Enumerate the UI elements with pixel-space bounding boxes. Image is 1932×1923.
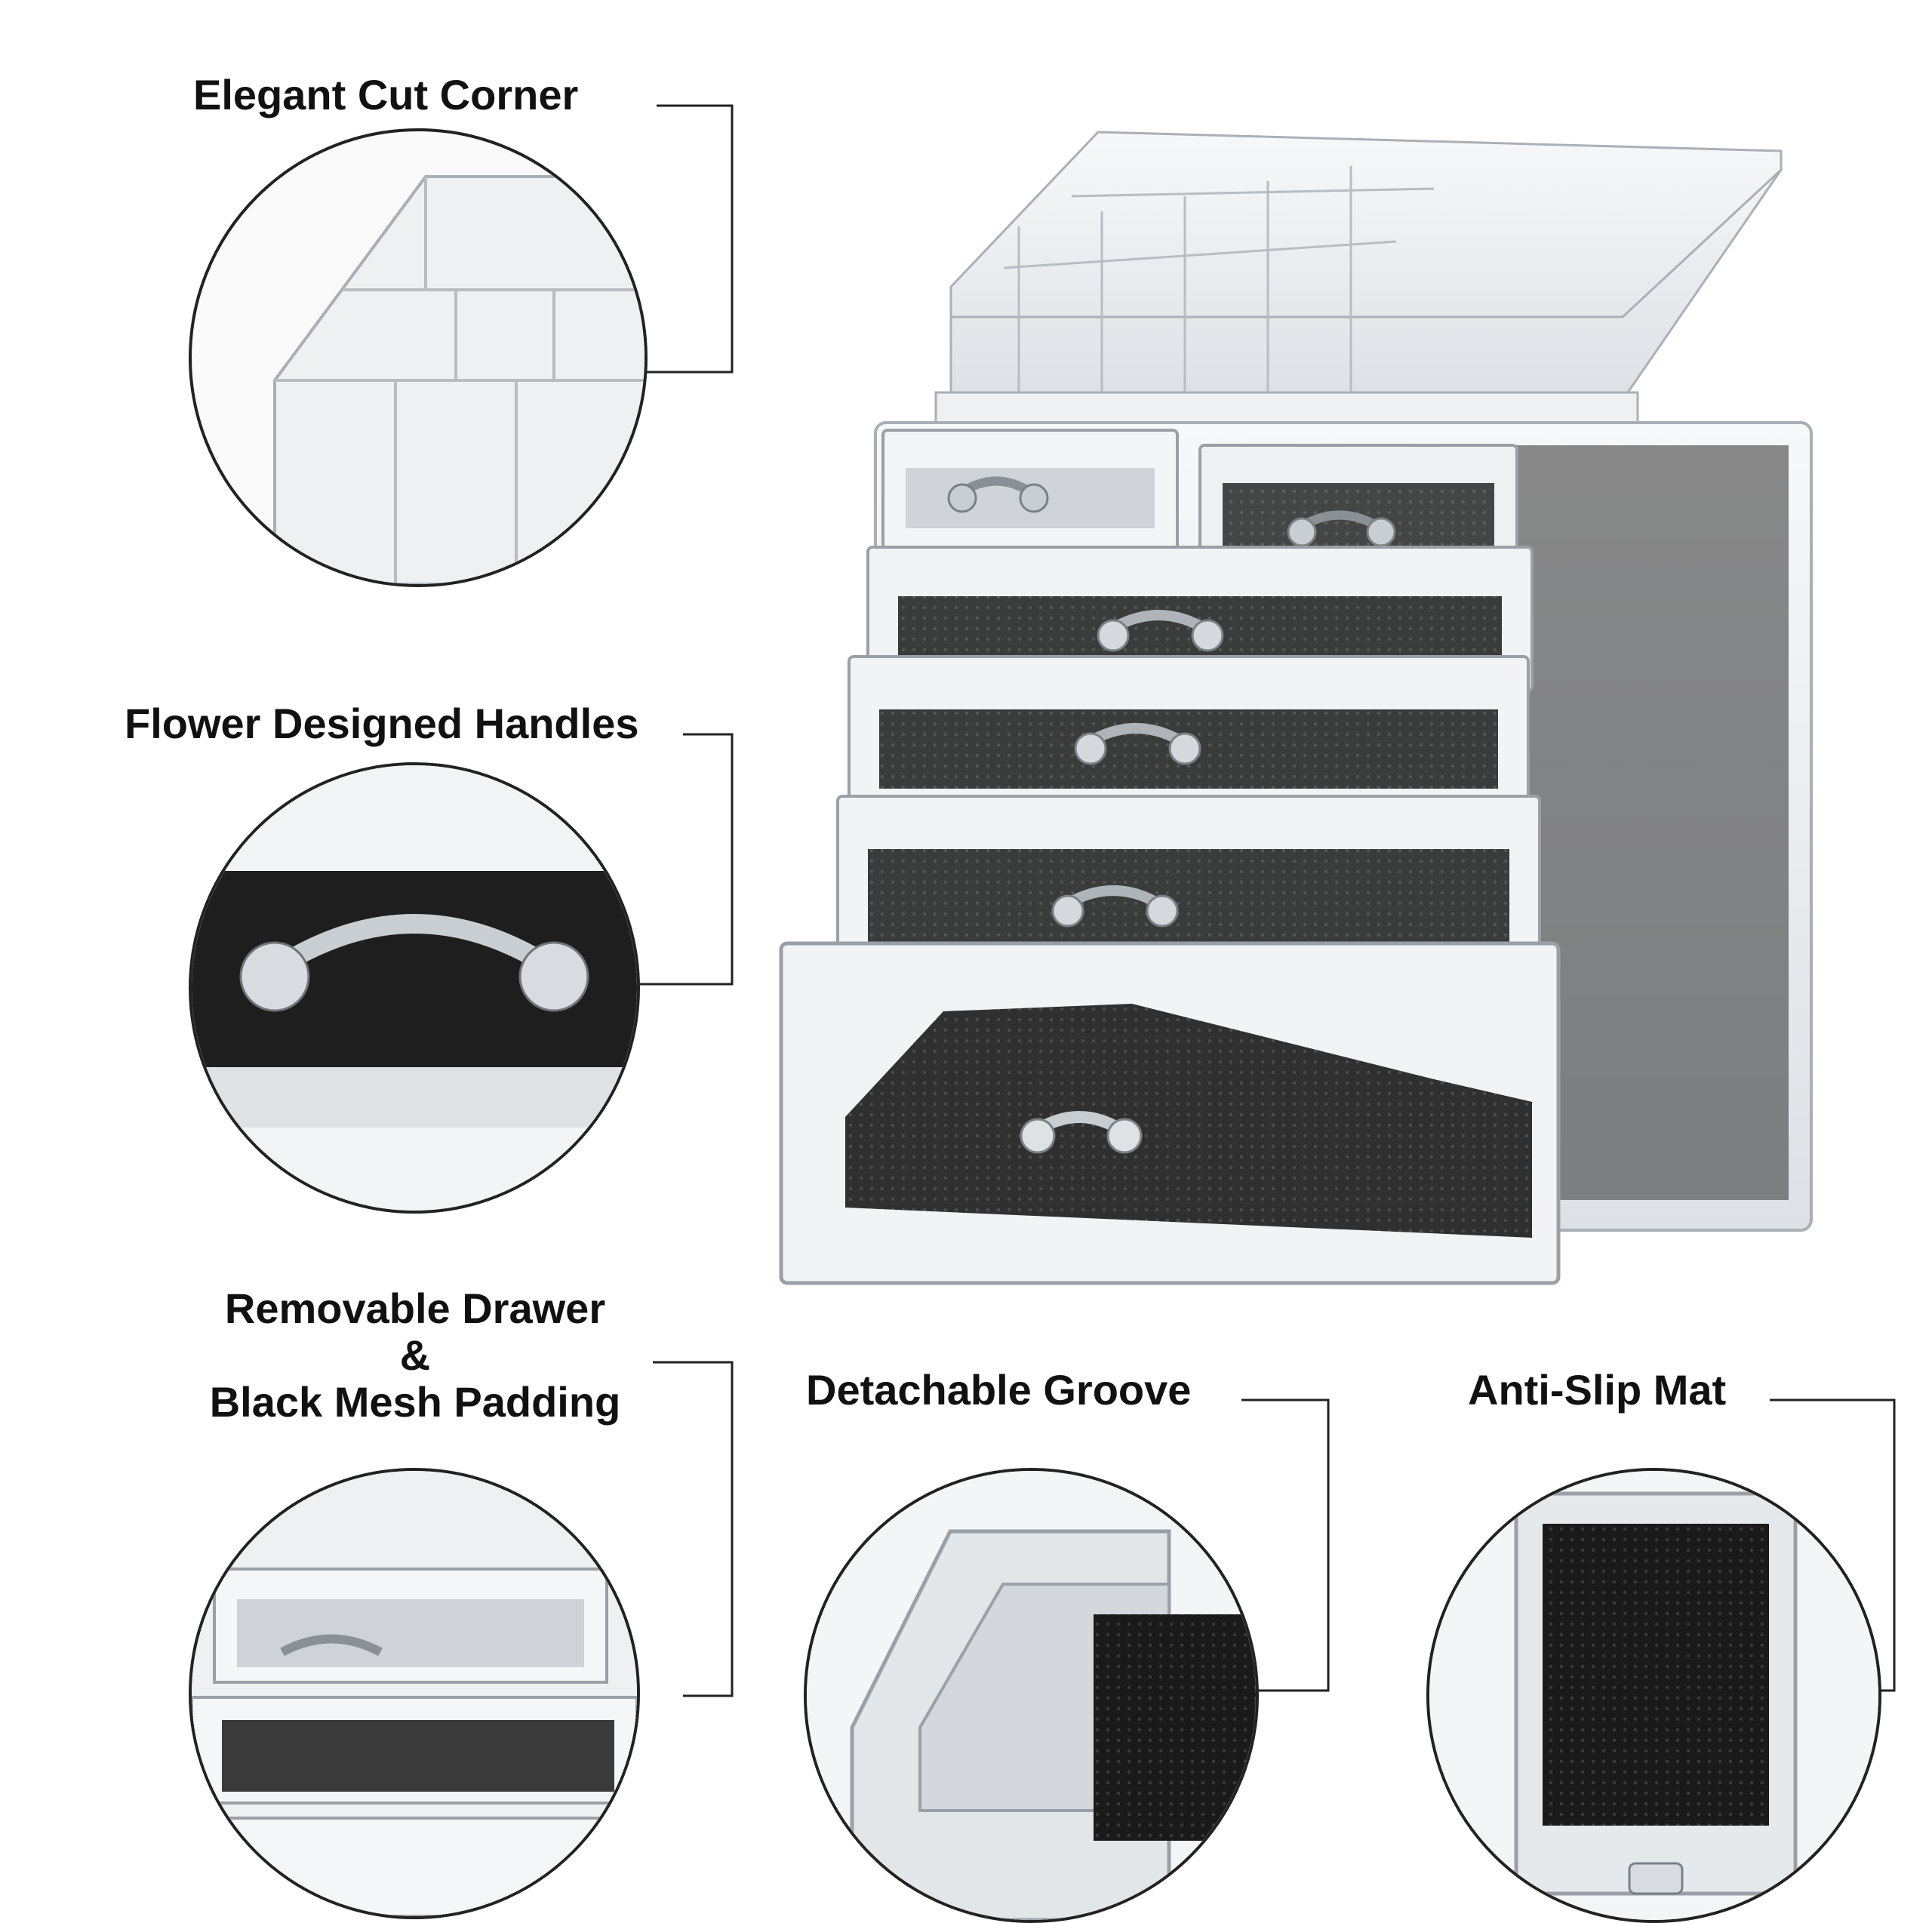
detail-circle-drawer: [189, 1468, 640, 1919]
makeup-organizer: [779, 131, 1813, 1285]
drawer-4: [836, 795, 1541, 968]
detail-circle-cut-corner: [189, 128, 648, 587]
drawer-large: [779, 941, 1561, 1285]
detachable-groove-detail-image: [807, 1471, 1256, 1920]
flower-handle-icon: [239, 941, 589, 1012]
drawer-3: [848, 655, 1530, 809]
detail-circle-groove: [804, 1468, 1259, 1923]
cut-corner-detail-image: [273, 175, 645, 584]
detail-circle-mat: [1426, 1468, 1881, 1923]
callout-label-handles: Flower Designed Handles: [125, 700, 639, 747]
callout-label-mat: Anti-Slip Mat: [1468, 1366, 1727, 1414]
drawer-small-left: [881, 429, 1179, 556]
drawer-handle-icon: [1628, 1862, 1684, 1895]
callout-label-groove: Detachable Groove: [806, 1366, 1192, 1414]
detail-circle-handles: [189, 762, 640, 1214]
anti-slip-mat-detail-image: [1429, 1471, 1878, 1920]
drawer-small-right: [1198, 444, 1518, 579]
leader-lines: [621, 104, 1896, 1697]
callout-label-drawer-line2: &: [399, 1331, 431, 1379]
lipstick-tray: [934, 131, 1783, 424]
removable-drawer-detail-image: [192, 1471, 637, 1916]
callout-label-drawer-line3: Black Mesh Padding: [209, 1378, 621, 1426]
callout-label-cut-corner: Elegant Cut Corner: [193, 71, 579, 118]
flower-handle-detail-image: [192, 765, 637, 1211]
callout-label-drawer-line1: Removable Drawer: [224, 1285, 606, 1332]
